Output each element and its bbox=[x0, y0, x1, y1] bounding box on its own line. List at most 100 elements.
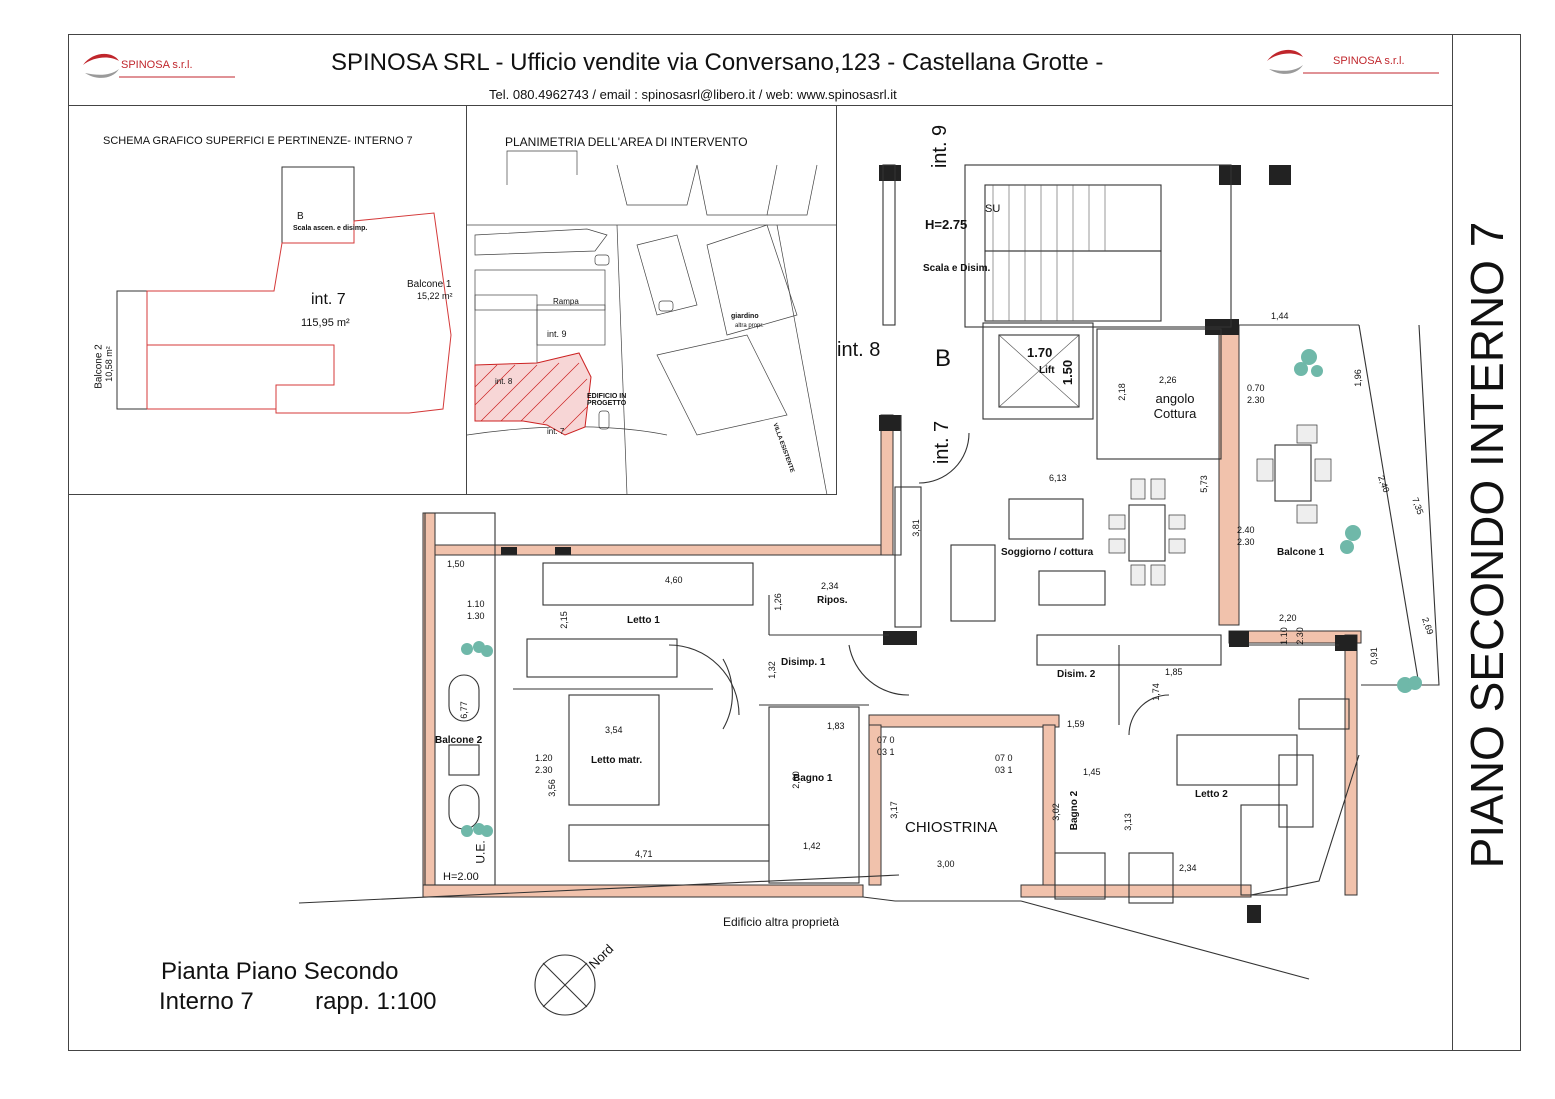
dim: 2.30 bbox=[535, 765, 553, 775]
room-bagno-1: Bagno 1 bbox=[793, 773, 833, 784]
dim: 2.30 bbox=[1247, 395, 1265, 405]
dim: 1.20 bbox=[535, 753, 553, 763]
dim: 1,50 bbox=[447, 559, 465, 569]
h200-label: H=2.00 bbox=[443, 871, 479, 883]
dim: 2.40 bbox=[1237, 525, 1255, 535]
dim: 2,34 bbox=[821, 581, 839, 591]
scala-height: H=2.75 bbox=[925, 217, 968, 232]
schema-inset: SCHEMA GRAFICO SUPERFICI E PERTINENZE- I… bbox=[69, 105, 467, 495]
planimetria-int8: int. 8 bbox=[495, 377, 513, 386]
page-title: SPINOSA SRL - Ufficio vendite via Conver… bbox=[331, 49, 1104, 76]
dim: 2,20 bbox=[1279, 613, 1297, 623]
dim: 03 1 bbox=[995, 765, 1013, 775]
dim: 1,44 bbox=[1271, 311, 1289, 321]
lift-w: 1.70 bbox=[1027, 345, 1053, 360]
planimetria-int7: int. 7 bbox=[547, 427, 565, 436]
scala-su: SU bbox=[985, 203, 1001, 215]
dim: 1,83 bbox=[827, 721, 845, 731]
neighbor-int7: int. 7 bbox=[931, 420, 954, 465]
dim: 1,59 bbox=[1067, 719, 1085, 729]
room-letto-2: Letto 2 bbox=[1195, 789, 1228, 800]
plan-title-interno: Interno 7 bbox=[159, 988, 254, 1015]
dim: 1,85 bbox=[1165, 667, 1183, 677]
lift-label: Lift bbox=[1039, 365, 1055, 376]
dim: 4,71 bbox=[635, 849, 653, 859]
plan-title-line2: Interno 7 rapp. 1:100 bbox=[159, 987, 437, 1017]
dim: 03 1 bbox=[877, 747, 895, 757]
schema-balcone1-area: 15,22 m² bbox=[417, 291, 453, 301]
room-letto-1: Letto 1 bbox=[627, 615, 660, 626]
dim: 2,34 bbox=[1179, 863, 1197, 873]
dim: 7,35 bbox=[1410, 496, 1426, 516]
spinosa-logo-mark bbox=[1267, 49, 1439, 74]
room-disimp-2: Disim. 2 bbox=[1057, 669, 1096, 680]
dim: 4,60 bbox=[665, 575, 683, 585]
room-balcone-2: Balcone 2 bbox=[435, 735, 483, 746]
room-angolo-cottura: angolo Cottura bbox=[1153, 391, 1197, 421]
dim: 3,17 bbox=[888, 801, 899, 819]
dim: 1,74 bbox=[1150, 683, 1161, 701]
dim: 1,42 bbox=[803, 841, 821, 851]
ue-label: U.E. bbox=[473, 840, 488, 864]
dim: 3,02 bbox=[1050, 803, 1061, 821]
dim: 6,77 bbox=[458, 701, 469, 719]
schema-b-label: B bbox=[297, 211, 304, 222]
room-chiostrina: CHIOSTRINA bbox=[905, 819, 998, 836]
schema-drawing bbox=[116, 166, 452, 414]
room-disimp-1: Disimp. 1 bbox=[781, 657, 826, 668]
dim: 2,18 bbox=[1116, 383, 1127, 401]
vertical-title: PIANO SECONDO INTERNO 7 bbox=[1461, 221, 1513, 869]
plan-title: Pianta Piano Secondo Interno 7 rapp. 1:1… bbox=[159, 957, 437, 1017]
dim: 2.30 bbox=[1294, 627, 1305, 645]
dim: 1.10 bbox=[467, 599, 485, 609]
room-balcone-1: Balcone 1 bbox=[1277, 547, 1325, 558]
plan-title-line1: Pianta Piano Secondo bbox=[161, 958, 399, 985]
dim: 07 0 bbox=[877, 735, 895, 745]
planimetria-drawing bbox=[467, 150, 837, 495]
schema-title: SCHEMA GRAFICO SUPERFICI E PERTINENZE- I… bbox=[103, 135, 413, 147]
logo-text: SPINOSA s.r.l. bbox=[121, 59, 193, 71]
dim: 1,45 bbox=[1083, 767, 1101, 777]
dim: 1.30 bbox=[467, 611, 485, 621]
dim: 2,15 bbox=[558, 611, 569, 629]
lift-h: 1.50 bbox=[1060, 359, 1076, 386]
dim: 1,26 bbox=[772, 593, 783, 611]
contact-line: Tel. 080.4962743 / email : spinosasrl@li… bbox=[489, 87, 897, 102]
room-bagno-2: Bagno 2 bbox=[1069, 790, 1081, 831]
dim: 2,69 bbox=[1420, 616, 1436, 636]
schema-b-desc: Scala ascen. e disimp. bbox=[293, 225, 368, 232]
dim: 5,73 bbox=[1198, 475, 1209, 493]
dim: 1,96 bbox=[1352, 369, 1363, 387]
schema-int-area: 115,95 m² bbox=[301, 317, 350, 329]
dim: 2,40 bbox=[1376, 474, 1392, 494]
planimetria-int9: int. 9 bbox=[547, 329, 567, 339]
dim: 1,32 bbox=[766, 661, 777, 679]
schema-int-label: int. 7 bbox=[311, 291, 346, 308]
dim: 0,91 bbox=[1368, 647, 1379, 665]
spinosa-logo-mark bbox=[83, 53, 235, 78]
edificio-label: Edificio altra proprietà bbox=[723, 915, 840, 929]
planimetria-giardino: giardino bbox=[731, 313, 759, 320]
dim: 0.70 bbox=[1247, 383, 1265, 393]
planimetria-title: PLANIMETRIA DELL'AREA DI INTERVENTO bbox=[505, 135, 748, 149]
neighbor-int9: int. 9 bbox=[929, 124, 952, 169]
neighbor-b: B bbox=[935, 345, 952, 372]
dim: 07 0 bbox=[995, 753, 1013, 763]
drawing-sheet: SPINOSA s.r.l. SPINOSA SRL - Ufficio ven… bbox=[68, 34, 1521, 1051]
title-strip: PIANO SECONDO INTERNO 7 bbox=[1452, 35, 1521, 1050]
room-ripos: Ripos. bbox=[817, 595, 848, 606]
neighbor-int8: int. 8 bbox=[837, 339, 881, 361]
planimetria-inset: PLANIMETRIA DELL'AREA DI INTERVENTO bbox=[467, 105, 837, 495]
dim: 3,13 bbox=[1122, 813, 1133, 831]
dim: 3,56 bbox=[546, 779, 557, 797]
room-soggiorno: Soggiorno / cottura bbox=[1001, 547, 1094, 558]
dim: 1.10 bbox=[1278, 627, 1289, 645]
scala-label: Scala e Disim. bbox=[923, 263, 991, 274]
room-letto-matr: Letto matr. bbox=[591, 755, 643, 766]
dim: 6,13 bbox=[1049, 473, 1067, 483]
nord-label: Nord bbox=[585, 941, 617, 972]
dim: 2,26 bbox=[1159, 375, 1177, 385]
spinosa-logo-left: SPINOSA s.r.l. bbox=[79, 47, 239, 87]
schema-balcone2-area: 10,58 m² bbox=[103, 346, 114, 382]
dim: 3,00 bbox=[937, 859, 955, 869]
